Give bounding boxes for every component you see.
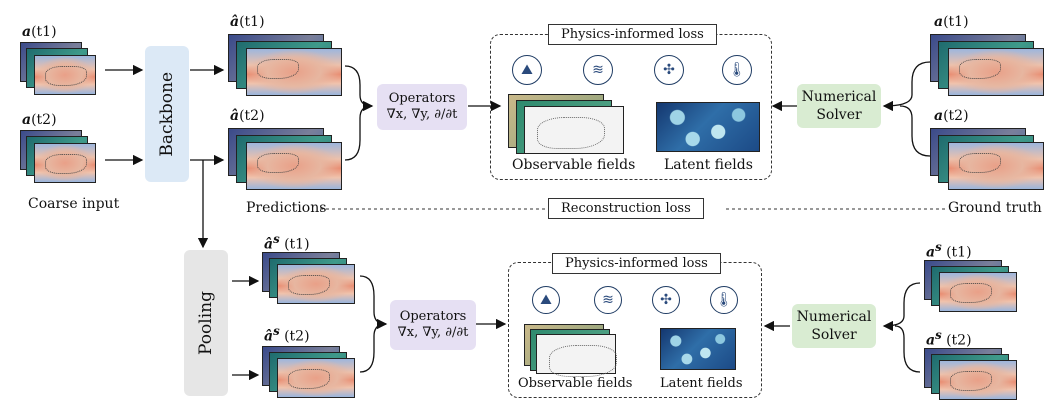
pooling-block: Pooling xyxy=(184,250,228,396)
ground-truth-pooled-label-t2: as (t2) xyxy=(926,328,972,349)
ground-truth-stack-t2 xyxy=(930,128,1050,190)
latent-fields-label-top: Latent fields xyxy=(664,157,753,173)
wind-icon: ≋ xyxy=(583,55,613,85)
operators-block-bottom: Operators ∇x, ∇y, ∂/∂t xyxy=(390,300,476,350)
numerical-solver-top: Numerical Solver xyxy=(797,84,881,128)
pooling-label: Pooling xyxy=(196,291,216,355)
observable-fields-label-top: Observable fields xyxy=(512,157,636,173)
physics-loss-title-top: Physics-informed loss xyxy=(548,24,717,45)
ground-truth-label-t2: a(t2) xyxy=(934,108,969,124)
ground-truth-stack-t1 xyxy=(930,34,1050,96)
input-stack-t2 xyxy=(20,130,104,186)
operators-label: Operators xyxy=(388,91,456,106)
prediction-stack-t1 xyxy=(228,34,348,96)
operators-block-top: Operators ∇x, ∇y, ∂/∂t xyxy=(377,84,467,130)
pooled-stack-t1 xyxy=(262,252,362,304)
ground-truth-pooled-stack-t2 xyxy=(924,348,1024,400)
observable-field-3 xyxy=(524,106,624,154)
operators-formula-bottom: ∇x, ∇y, ∂/∂t xyxy=(397,325,469,340)
wind-icon: ≋ xyxy=(594,286,622,314)
ground-truth-pooled-stack-t1 xyxy=(924,260,1024,312)
pooled-label-t2: âs (t2) xyxy=(264,324,310,345)
backbone-label: Backbone xyxy=(157,71,177,157)
ground-truth-label: Ground truth xyxy=(948,200,1042,216)
terrain-water-icon: ⛰ xyxy=(512,55,542,85)
latent-fields-label-bottom: Latent fields xyxy=(660,376,743,391)
terrain-water-icon: ⛰ xyxy=(532,286,560,314)
reconstruction-loss-label: Reconstruction loss xyxy=(548,198,704,219)
pooled-stack-t2 xyxy=(262,346,362,398)
prediction-stack-t2 xyxy=(228,128,348,190)
ground-truth-pooled-label-t1: as (t1) xyxy=(926,240,972,261)
operators-label-bottom: Operators xyxy=(399,309,467,324)
physics-loss-title-bottom: Physics-informed loss xyxy=(552,253,721,274)
numerical-solver-bottom: Numerical Solver xyxy=(792,304,876,348)
compress-arrows-icon: ✣ xyxy=(654,55,684,85)
compress-arrows-icon: ✣ xyxy=(652,286,680,314)
prediction-label-t2: â(t2) xyxy=(230,108,265,124)
latent-field-top xyxy=(656,102,760,152)
thermometer-sun-icon: 🌡 xyxy=(722,55,752,85)
backbone-block: Backbone xyxy=(145,46,189,182)
pooled-label-t1: âs (t1) xyxy=(264,232,310,253)
numerical-solver-label-top: Numerical Solver xyxy=(801,89,877,123)
latent-field-bottom xyxy=(660,328,736,370)
thermometer-sun-icon: 🌡 xyxy=(710,286,738,314)
prediction-label-t1: â(t1) xyxy=(230,14,265,30)
coarse-input-label: Coarse input xyxy=(28,196,120,212)
input-stack-t1 xyxy=(20,42,104,98)
input-label-t1: a(t1) xyxy=(22,24,57,40)
observable-fields-label-bottom: Observable fields xyxy=(518,376,633,391)
numerical-solver-label-bottom: Numerical Solver xyxy=(796,309,872,343)
input-label-t2: a(t2) xyxy=(22,112,57,128)
ground-truth-label-t1: a(t1) xyxy=(934,14,969,30)
predictions-label: Predictions xyxy=(246,200,327,216)
observable-field-bottom-3 xyxy=(536,334,617,377)
operators-formula: ∇x, ∇y, ∂/∂t xyxy=(386,107,458,122)
